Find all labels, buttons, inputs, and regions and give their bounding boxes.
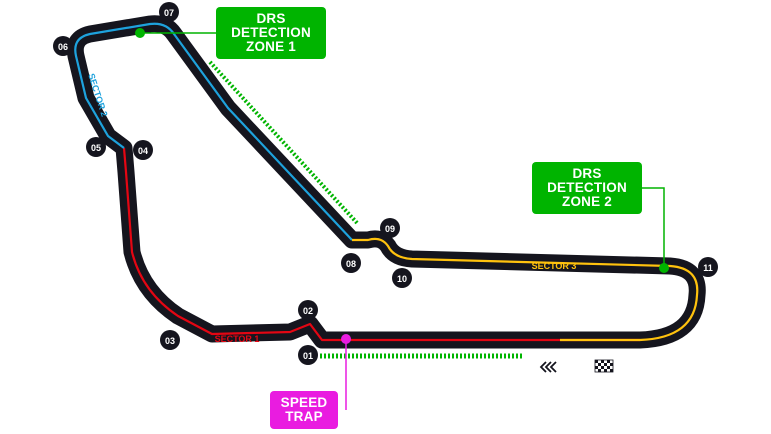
sector-3-line <box>352 237 699 342</box>
svg-text:04: 04 <box>138 146 148 156</box>
corner-01: 01 <box>298 345 318 365</box>
corner-07: 07 <box>159 2 179 22</box>
drs-zone-2-line3: ZONE 2 <box>562 194 612 209</box>
corner-10: 10 <box>392 268 412 288</box>
sector-3-label: SECTOR 3 <box>532 261 577 271</box>
corner-04: 04 <box>133 140 153 160</box>
svg-text:06: 06 <box>58 42 68 52</box>
svg-text:01: 01 <box>303 351 313 361</box>
drs-connector-2 <box>642 187 665 268</box>
corner-06: 06 <box>53 36 73 56</box>
drs-detection-zone-2-label: DRS DETECTION ZONE 2 <box>532 162 642 214</box>
speed-trap-label: SPEED TRAP <box>270 391 338 429</box>
svg-text:08: 08 <box>346 259 356 269</box>
drs-zone-1-line3: ZONE 1 <box>246 39 296 54</box>
direction-chevrons-icon <box>539 361 557 373</box>
svg-text:07: 07 <box>164 8 174 18</box>
sector-1-label: SECTOR 1 <box>215 334 260 344</box>
svg-text:09: 09 <box>385 224 395 234</box>
checkered-flag-icon <box>594 359 614 373</box>
svg-text:10: 10 <box>397 274 407 284</box>
svg-text:05: 05 <box>91 143 101 153</box>
drs-zone-1-line2: DETECTION <box>231 25 311 40</box>
corner-02: 02 <box>298 300 318 320</box>
sector-1-line <box>122 147 345 342</box>
corner-09: 09 <box>380 218 400 238</box>
corner-08: 08 <box>341 253 361 273</box>
svg-text:11: 11 <box>703 263 713 273</box>
drs-zone-1-line1: DRS <box>256 11 286 26</box>
sector-2-line <box>74 22 353 241</box>
speed-trap-line2: TRAP <box>285 409 323 424</box>
corner-05: 05 <box>86 137 106 157</box>
svg-text:03: 03 <box>165 336 175 346</box>
speed-trap-line1: SPEED <box>280 395 328 410</box>
corner-11: 11 <box>698 257 718 277</box>
drs-zone-2-line1: DRS <box>572 166 602 181</box>
svg-text:02: 02 <box>303 306 313 316</box>
drs-zone-2-line2: DETECTION <box>547 180 627 195</box>
corner-03: 03 <box>160 330 180 350</box>
drs-detection-zone-1-label: DRS DETECTION ZONE 1 <box>216 7 326 59</box>
drs-zone-1-dotted <box>208 60 360 226</box>
